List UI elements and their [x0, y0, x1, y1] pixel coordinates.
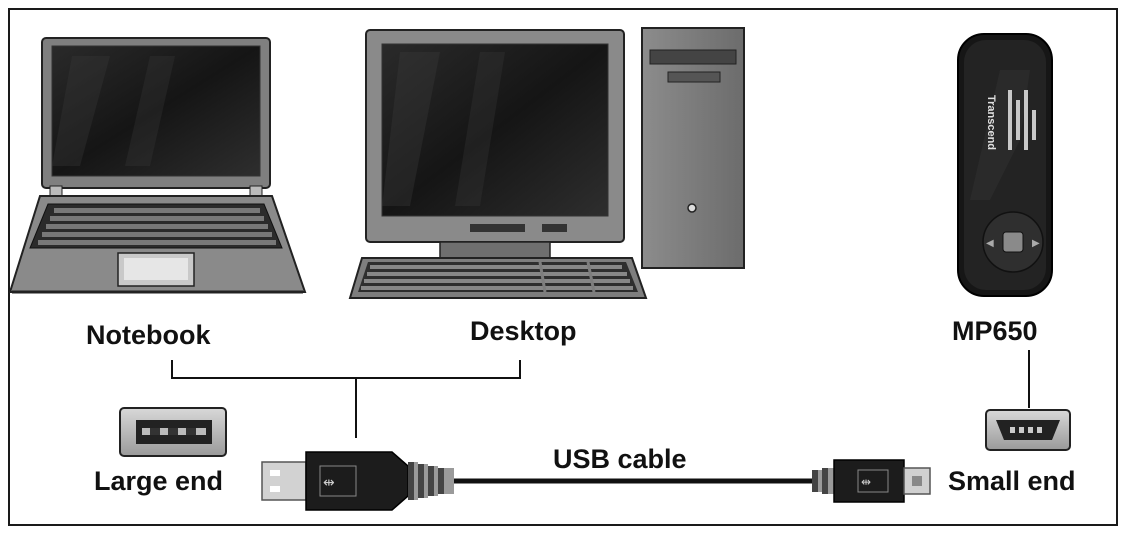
connector-lines	[171, 350, 1030, 438]
usb-cable-label: USB cable	[553, 444, 687, 474]
keyboard-icon	[348, 257, 648, 299]
laptop-icon	[8, 37, 307, 294]
mp650-label: MP650	[952, 316, 1038, 346]
svg-text:⇹: ⇹	[323, 475, 335, 491]
player-brand-label: Transcend	[985, 95, 997, 150]
usb-mini-port-icon	[985, 409, 1071, 451]
usb-mini-plug-icon: ⇹	[812, 459, 931, 503]
notebook-label: Notebook	[86, 320, 211, 350]
mp3-player-icon: Transcend ◀ ▶	[957, 33, 1053, 297]
large-end-label: Large end	[94, 466, 224, 496]
svg-text:◀: ◀	[986, 238, 994, 249]
desktop-label: Desktop	[470, 316, 577, 346]
svg-text:⇹: ⇹	[861, 475, 871, 489]
usb-a-port-icon	[119, 407, 227, 457]
desktop-monitor-icon	[365, 29, 625, 259]
svg-text:▶: ▶	[1032, 238, 1040, 249]
tower-case-icon	[641, 27, 745, 269]
usb-a-plug-icon: ⇹	[261, 451, 454, 511]
small-end-label: Small end	[948, 466, 1076, 496]
